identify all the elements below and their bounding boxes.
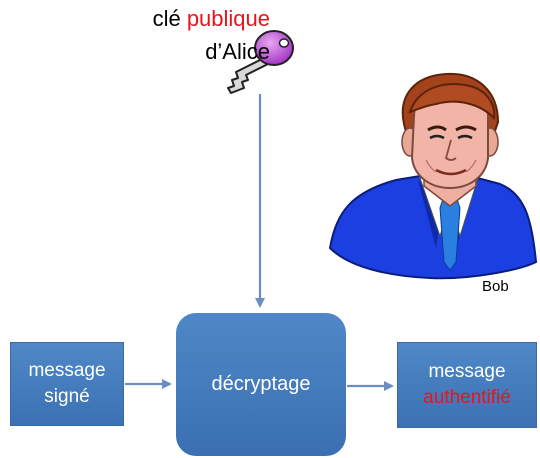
output-box-line2: authentifié [423, 387, 511, 408]
key-label-highlight: publique [186, 6, 270, 31]
decrypt-box-label: décryptage [211, 373, 311, 395]
output-message-box: message authentifié [397, 342, 537, 428]
key-icon [227, 30, 294, 94]
input-box-line2: signé [44, 386, 90, 407]
key-label-line2: d’Alice [205, 39, 270, 64]
output-box-line1: message [428, 361, 506, 382]
key-label-prefix: clé [152, 6, 187, 31]
decrypt-box: décryptage [176, 313, 346, 456]
key-label-line1: clé publique [153, 6, 270, 32]
person-name: Bob [482, 278, 509, 295]
bob-illustration [328, 72, 538, 280]
input-message-box: message signé [10, 342, 124, 426]
key-label: clé publique d’Alice [153, 6, 270, 65]
input-box-line1: message [28, 360, 106, 381]
